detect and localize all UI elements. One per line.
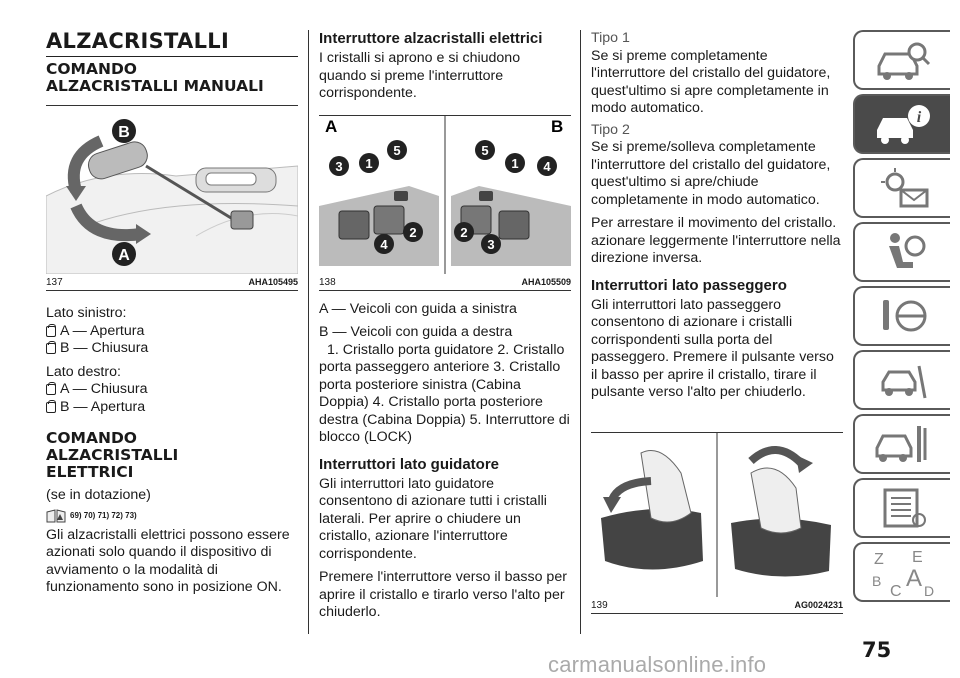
svg-text:2: 2 [409, 225, 416, 240]
bullet-icon [46, 382, 56, 396]
column-1: ALZACRISTALLI COMANDO ALZACRISTALLI MANU… [45, 30, 299, 597]
svg-text:C: C [890, 583, 902, 600]
column-divider [308, 30, 309, 634]
svg-text:3: 3 [487, 237, 494, 252]
left-side-label: Lato sinistro: [46, 305, 127, 321]
driver-description-1: Gli interruttori lato guidatore consento… [319, 475, 547, 562]
svg-text:3: 3 [335, 159, 342, 174]
airbag-seat-icon [888, 233, 925, 268]
figure-code: AHA105509 [521, 276, 571, 287]
heading-passenger-switches: Interruttori lato passeggero [591, 276, 787, 294]
switch-description: I cristalli si aprono e si chiudono quan… [319, 50, 521, 101]
figure-number: 139 [591, 599, 608, 611]
stop-description: Per arrestare il movimento del cristallo… [591, 215, 841, 266]
list-item: B — Chiusura [46, 340, 298, 358]
tab-warning-lights[interactable] [853, 158, 950, 218]
switch-operation-illustration [601, 432, 831, 597]
page-title: ALZACRISTALLI [46, 30, 298, 57]
power-window-switch-illustration: A B 3 1 5 4 2 5 1 [319, 115, 571, 274]
type-2-description: Se si preme/solleva completamente l'inte… [591, 139, 831, 208]
right-side-label: Lato destro: [46, 363, 121, 380]
book-warning-icon [46, 508, 66, 522]
svg-text:5: 5 [481, 143, 488, 158]
driver-description-2: Premere l'interruttore verso il basso pe… [319, 569, 567, 620]
car-road-icon [881, 365, 926, 399]
list-item: A — Chiusura [46, 381, 298, 399]
svg-text:D: D [924, 583, 934, 599]
optional-note: (se in dotazione) [46, 487, 151, 503]
warning-lights-icon [880, 168, 928, 208]
panel-a-label: A [325, 117, 337, 136]
column-2: Interruttore alzacristalli elettrici I c… [319, 30, 571, 622]
svg-text:4: 4 [543, 159, 551, 174]
svg-text:B: B [872, 573, 881, 589]
svg-text:E: E [912, 549, 923, 566]
watermark: carmanualsonline.info [548, 652, 767, 677]
list-item: B — Apertura [46, 399, 298, 417]
tab-checklist[interactable] [853, 478, 950, 538]
tab-car-road[interactable] [853, 350, 950, 410]
electric-description: Gli alzacristalli elettrici possono esse… [46, 526, 290, 596]
section-heading-electric: COMANDO ALZACRISTALLI ELETTRICI [46, 429, 179, 481]
column-3: Tipo 1 Se si preme completamente l'inter… [591, 30, 843, 614]
figure-138: A B 3 1 5 4 2 5 1 [319, 114, 571, 291]
car-tools-icon [875, 426, 926, 462]
car-info-icon: i [876, 105, 930, 144]
tab-airbag-seat[interactable] [853, 222, 950, 282]
checklist-icon [883, 488, 926, 528]
car-search-icon [877, 42, 930, 80]
chapter-tabs: i Z E B A C D [853, 30, 950, 606]
figure-139: 139 AG0024231 [591, 431, 843, 614]
legend-items: 1. Cristallo porta guidatore 2. Cristall… [319, 341, 570, 446]
svg-text:i: i [916, 109, 921, 126]
tab-key-steering[interactable] [853, 286, 950, 346]
passenger-description: Gli interruttori lato passeggero consent… [591, 296, 834, 401]
legend-b: B — Veicoli con guida a destra [319, 324, 513, 340]
column-divider [580, 30, 581, 634]
svg-text:Z: Z [874, 551, 884, 568]
figure-number: 137 [46, 277, 63, 288]
bullet-icon [46, 341, 56, 355]
bullet-icon [46, 323, 56, 337]
callout-numbers-right: 5 1 4 2 3 [454, 139, 557, 254]
legend-a: A — Veicoli con guida a sinistra [319, 300, 517, 317]
panel-b-label: B [551, 117, 563, 136]
label-a: A [118, 247, 130, 264]
figure-137: B A 137 AHA105495 [45, 105, 299, 291]
callout-numbers-left: 3 1 5 4 2 [329, 139, 423, 254]
bullet-icon [46, 399, 56, 413]
svg-text:2: 2 [460, 225, 467, 240]
tab-car-tools[interactable] [853, 414, 950, 474]
tab-car-search[interactable] [853, 30, 950, 90]
manual-window-crank-illustration: B A [45, 119, 299, 275]
list-item: A — Apertura [46, 323, 298, 341]
svg-text:5: 5 [393, 143, 400, 158]
type-1-description: Se si preme completamente l'interruttore… [591, 47, 831, 117]
page-number: 75 [862, 638, 892, 662]
svg-text:1: 1 [511, 156, 518, 171]
switch-panel-left [319, 185, 439, 266]
svg-text:4: 4 [380, 237, 388, 252]
switch-panel-right [451, 185, 571, 266]
alphabet-index-icon: Z E B A C D [872, 549, 934, 600]
svg-text:A: A [906, 565, 922, 592]
type-1-label: Tipo 1 [591, 30, 630, 46]
warning-references: 69) 70) 71) 72) 73) [46, 508, 298, 523]
figure-code: AHA105495 [248, 277, 298, 287]
svg-text:1: 1 [365, 156, 372, 171]
tab-car-info[interactable]: i [853, 94, 950, 154]
label-b: B [118, 124, 130, 141]
press-down-illustration [601, 449, 703, 569]
pull-up-illustration [731, 445, 831, 577]
type-2-label: Tipo 2 [591, 121, 630, 138]
figure-number: 138 [319, 276, 336, 288]
section-heading-manual: COMANDO ALZACRISTALLI MANUALI [46, 60, 264, 95]
heading-switch: Interruttore alzacristalli elettrici [319, 30, 543, 47]
figure-code: AG0024231 [794, 599, 843, 610]
heading-driver-switches: Interruttori lato guidatore [319, 455, 499, 473]
key-steering-icon [882, 300, 926, 332]
tab-alphabetical-index[interactable]: Z E B A C D [853, 542, 950, 602]
